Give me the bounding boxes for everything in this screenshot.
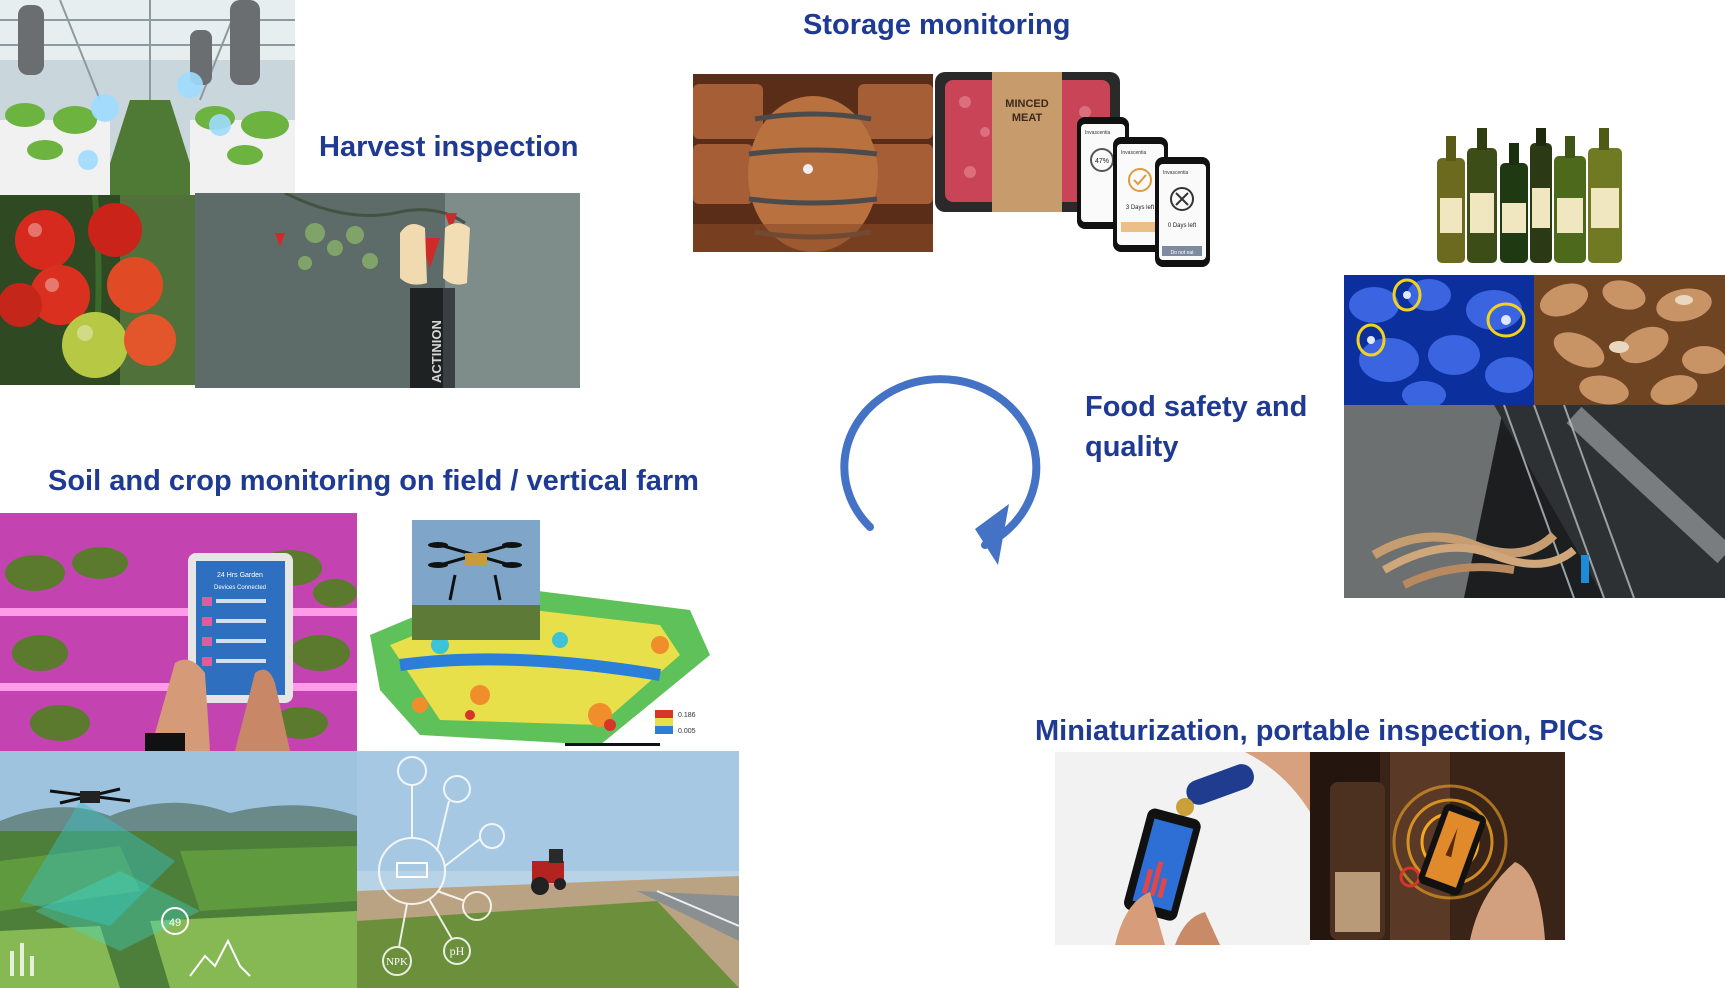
phone1-brand: Invascentia xyxy=(1085,130,1111,136)
map-legend-max: 0.186 xyxy=(678,712,696,719)
package-label-line2: MEAT xyxy=(1012,112,1043,124)
phone2-value: 3 Days left xyxy=(1126,205,1155,211)
photo-portable-scanner xyxy=(1055,752,1310,945)
photo-tractor-smart-farming: NPK pH xyxy=(357,751,739,988)
npk-icon-label: NPK xyxy=(386,956,408,968)
label-harvest-inspection: Harvest inspection xyxy=(319,131,579,163)
photo-wine-phone-scan xyxy=(1310,752,1565,940)
phone2-brand: Invascentia xyxy=(1121,150,1147,156)
label-food-safety-line2: quality xyxy=(1085,431,1179,463)
photo-vertical-farm-tablet: 24 Hrs Garden Devices Connected xyxy=(0,513,357,751)
photo-minced-meat-app: MINCED MEAT Invascentia 47% Invascentia … xyxy=(935,72,1210,267)
tablet-title: 24 Hrs Garden xyxy=(217,572,263,579)
phone1-value: 47% xyxy=(1095,158,1109,165)
photo-almonds xyxy=(1534,275,1725,405)
cycle-arrow-icon xyxy=(840,375,1041,565)
robot-brand-text: ACTINION xyxy=(429,320,444,383)
label-storage-monitoring: Storage monitoring xyxy=(803,9,1071,41)
label-food-safety-line1: Food safety and xyxy=(1085,391,1308,423)
photo-tomatoes xyxy=(0,195,195,385)
photo-hyperspectral-berries xyxy=(1344,275,1534,405)
package-label-line1: MINCED xyxy=(1005,98,1048,110)
photo-drone-field: 49 xyxy=(0,751,357,988)
ph-icon-label: pH xyxy=(450,944,465,958)
tablet-subtitle: Devices Connected xyxy=(214,585,266,591)
photo-olive-oil-bottles xyxy=(1432,128,1632,268)
field-badge: 49 xyxy=(169,917,181,929)
photo-greenhouse-robots xyxy=(0,0,295,195)
photo-strawberry-gripper: ACTINION xyxy=(195,193,580,388)
photo-drone-ndvi-map: 0.186 0.005 xyxy=(360,515,732,751)
map-legend-min: 0.005 xyxy=(678,728,696,735)
photo-food-processing-line xyxy=(1344,405,1725,598)
phone3-button: Do not eat xyxy=(1170,250,1194,256)
phone3-value: 0 Days left xyxy=(1168,223,1197,229)
label-soil-crop-monitoring: Soil and crop monitoring on field / vert… xyxy=(48,465,699,497)
label-miniaturization: Miniaturization, portable inspection, PI… xyxy=(1035,715,1604,747)
phone3-brand: Invascentia xyxy=(1163,170,1189,176)
photo-wine-barrels xyxy=(693,74,933,252)
